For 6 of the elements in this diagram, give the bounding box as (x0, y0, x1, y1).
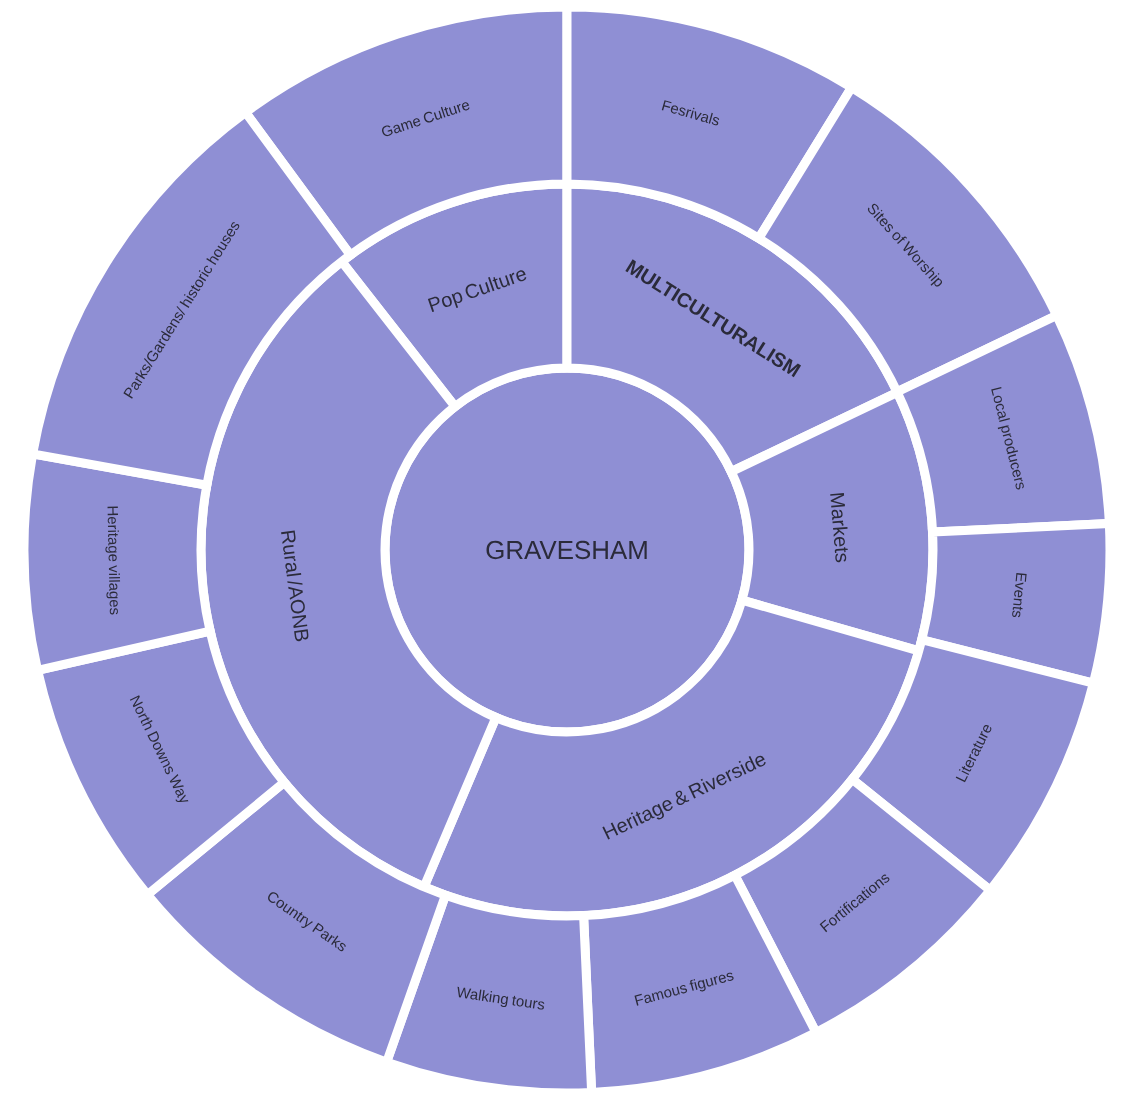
node-label: Events (1012, 573, 1027, 618)
node-label: Walking tours (457, 986, 545, 1010)
ring-segment: Events (917, 518, 1115, 688)
node-label: Famous figures (634, 972, 734, 1006)
ring-segment: Heritage villages (19, 449, 215, 675)
ring-segment: Game Culture (241, 2, 572, 260)
